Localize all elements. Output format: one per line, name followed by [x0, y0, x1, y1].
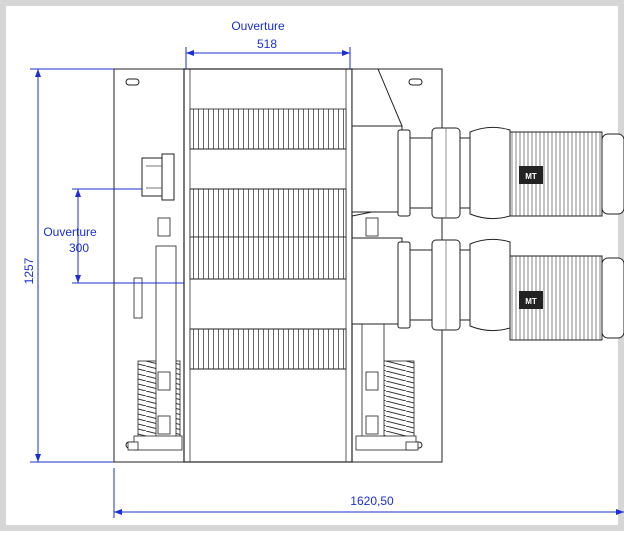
lower-motor-badge-text: MT: [525, 297, 537, 306]
cutter-band-3: [189, 236, 347, 280]
upper-motor-badge: [519, 166, 543, 184]
upper-motor-badge-text: MT: [525, 172, 537, 181]
left-spring-assembly: [127, 217, 183, 451]
lower-motor-badge: [519, 291, 543, 309]
lower-drive: MT: [397, 238, 624, 341]
width-dimension-value: 1620,50: [350, 494, 394, 508]
height-dimension-value: 1257: [22, 257, 36, 284]
cutter-band-2: [189, 188, 347, 238]
shredder-housing: [183, 68, 353, 463]
top-dimension-label: Ouverture: [231, 19, 285, 33]
top-dimension-value: 518: [257, 37, 277, 51]
mounting-hole-top-left: [125, 78, 140, 86]
technical-drawing: MT MT: [22, 19, 624, 518]
mounting-hole-top-right: [408, 78, 423, 86]
left-dimension-label: Ouverture: [43, 225, 97, 239]
drive-housing: [351, 68, 403, 325]
left-dimension-value: 300: [69, 241, 89, 255]
upper-drive: MT: [397, 126, 624, 220]
inlet-pipe: [141, 153, 175, 201]
cutter-band-1: [189, 108, 347, 150]
cutter-band-4: [189, 328, 347, 370]
